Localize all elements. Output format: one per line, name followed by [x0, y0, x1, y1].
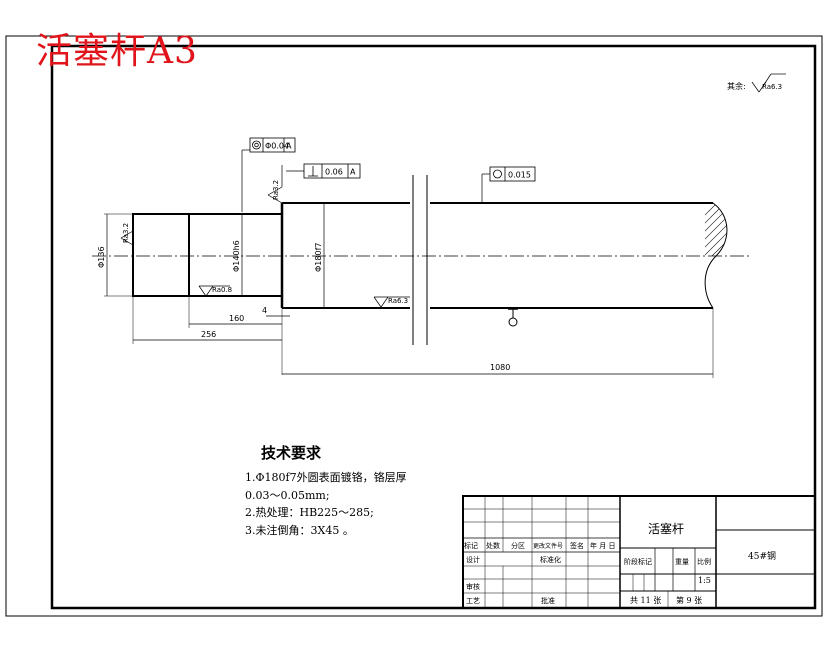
outer-frame	[5, 35, 823, 617]
tb-header-0: 标记	[464, 542, 478, 550]
dim-4-label: 4	[262, 306, 267, 315]
broken-end	[704, 202, 728, 309]
dim-d136-label: Φ136	[97, 246, 106, 268]
drawing-title: 活塞杆A3	[36, 31, 198, 72]
shaft-step-d136	[132, 213, 190, 297]
tb-scale-label: 比例	[697, 558, 711, 566]
tech-line-2: 0.03～0.05mm;	[245, 488, 330, 502]
dim-160-label: 160	[229, 314, 244, 323]
tb-review: 审核	[466, 583, 480, 591]
tb-sheets-total: 共 11 张	[630, 596, 662, 605]
coaxiality-value: Φ0.04	[265, 142, 289, 151]
tb-header-5: 年 月 日	[590, 542, 616, 550]
tb-header-4: 签名	[570, 542, 584, 550]
tb-header-1: 处数	[486, 542, 500, 550]
roughness-left-top-label: Ra3.2	[122, 223, 130, 243]
datum-a-circle	[508, 317, 518, 327]
tb-material: 45#钢	[748, 552, 776, 562]
roughness-end-label: Ra3.2	[272, 180, 280, 200]
perpendicularity-datum: A	[350, 168, 356, 177]
tb-header-3: 更改文件号	[533, 543, 564, 550]
tb-process: 工艺	[466, 597, 480, 605]
roughness-main-label: Ra6.3	[388, 297, 408, 305]
coaxiality-icon-inner	[254, 142, 259, 148]
tb-sheet-number: 第 9 张	[676, 596, 703, 605]
roundness-icon	[493, 169, 502, 179]
roughness-note-value: Ra6.3	[762, 83, 782, 91]
title-block	[462, 495, 816, 609]
perpendicularity-value: 0.06	[325, 168, 343, 177]
tb-part-name: 活塞杆	[648, 522, 685, 536]
dim-1080-label: 1080	[490, 363, 510, 372]
perpendicularity-icon	[308, 166, 318, 177]
tb-designer: 设计	[466, 556, 480, 564]
roundness-value: 0.015	[508, 171, 531, 180]
roughness-symbol-left-mid	[198, 285, 230, 297]
tech-line-4: 3.未注倒角：3X45 。	[245, 523, 354, 537]
tb-standardization: 标准化	[540, 556, 561, 564]
tb-scale-value: 1:5	[698, 576, 711, 585]
tb-header-2: 分区	[511, 542, 525, 550]
inner-frame	[50, 44, 817, 610]
tb-approval: 批准	[541, 597, 555, 605]
roughness-note-label: 其余:	[727, 81, 746, 91]
tech-line-3: 2.热处理：HB225～285;	[245, 506, 374, 519]
tech-line-1: 1.Φ180f7外圆表面镀铬，铬层厚	[245, 471, 407, 484]
technical-requirements: 技术要求 1.Φ180f7外圆表面镀铬，铬层厚 0.03～0.05mm; 2.热…	[245, 442, 407, 539]
roughness-note-symbol	[751, 73, 786, 93]
dim-256-label: 256	[201, 330, 216, 339]
coaxiality-datum: A	[286, 142, 292, 151]
dim-d140-label: Φ140h6	[232, 240, 241, 272]
coaxiality-icon	[252, 140, 261, 150]
tb-weight: 重量	[675, 558, 689, 566]
roughness-symbol-main	[373, 296, 410, 308]
tech-heading: 技术要求	[261, 444, 322, 462]
roughness-symbol-left-top	[120, 230, 134, 246]
tb-stage: 阶段标记	[624, 558, 652, 566]
roughness-symbol-end	[267, 165, 283, 204]
roughness-left-mid-label: Ra0.8	[212, 286, 232, 294]
dim-d180-label: Φ180f7	[314, 243, 323, 272]
